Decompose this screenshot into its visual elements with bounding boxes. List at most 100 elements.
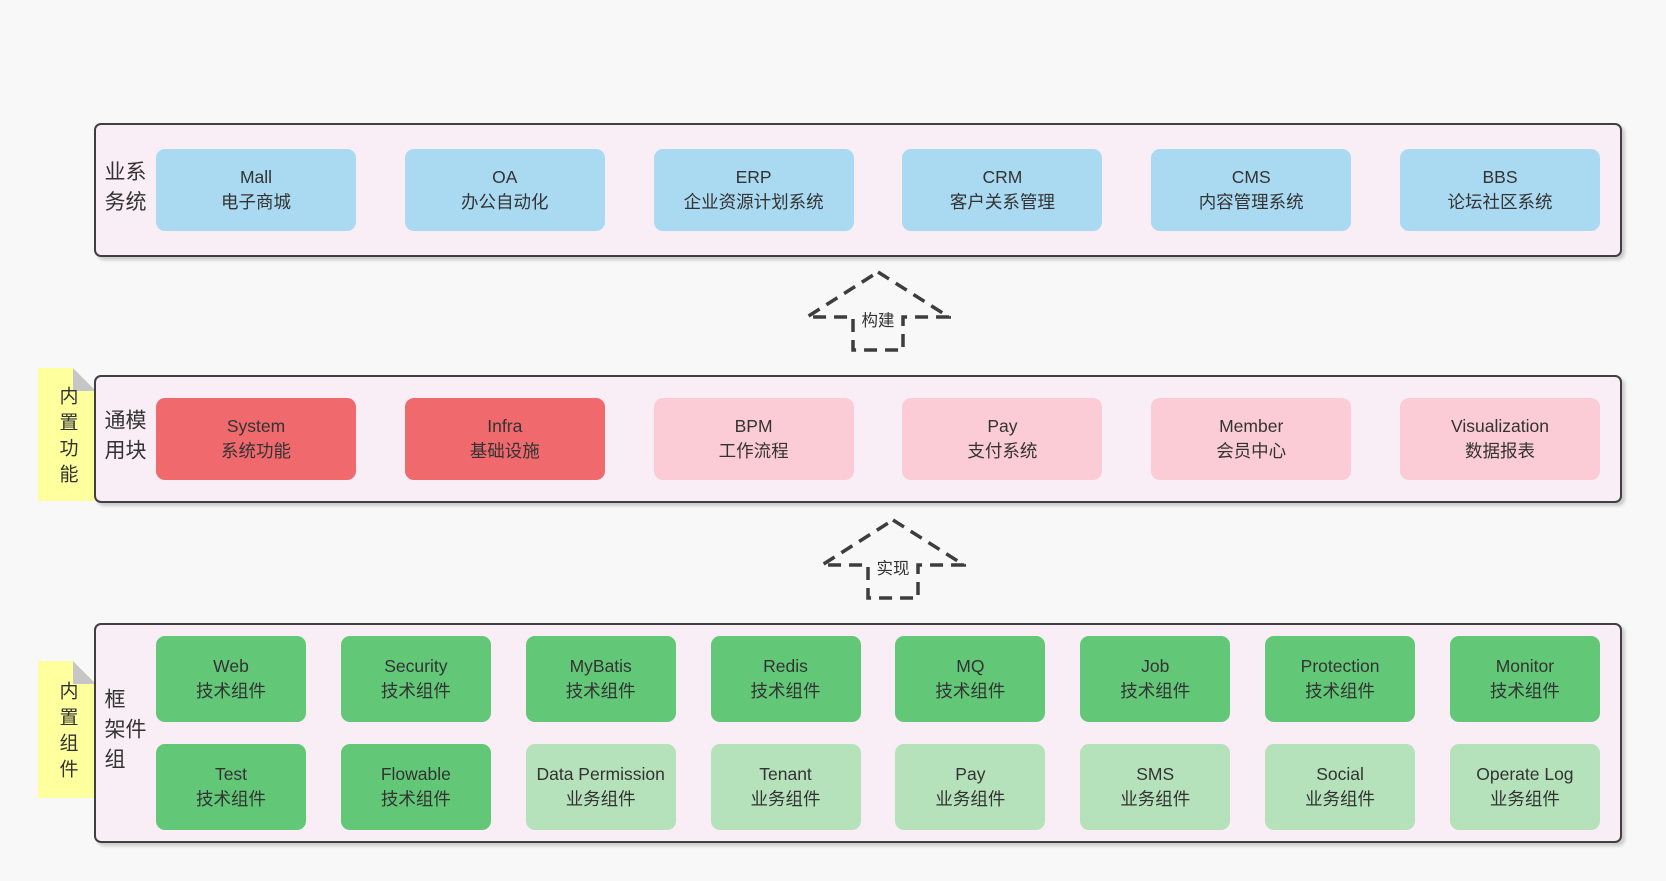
box-title: Protection xyxy=(1300,656,1380,677)
box-title: BBS xyxy=(1482,167,1518,188)
box-subtitle: 客户关系管理 xyxy=(949,192,1055,212)
box-subtitle: 技术组件 xyxy=(380,789,451,809)
box-subtitle: 数据报表 xyxy=(1464,441,1535,461)
box-test: Test 技术组件 xyxy=(156,744,306,830)
box-title: Operate Log xyxy=(1476,764,1574,785)
box-subtitle: 技术组件 xyxy=(935,681,1006,701)
box-title: Redis xyxy=(763,656,808,677)
build-arrow-label: 构建 xyxy=(862,311,895,330)
box-member: Member 会员中心 xyxy=(1151,398,1352,480)
box-bpm: BPM 工作流程 xyxy=(653,398,854,480)
box-title: Flowable xyxy=(380,764,451,785)
box-title: Job xyxy=(1141,656,1170,677)
box-subtitle: 业务组件 xyxy=(565,789,636,809)
box-security: Security 技术组件 xyxy=(340,636,491,722)
box-title: CRM xyxy=(982,167,1023,188)
box-title: Mall xyxy=(239,167,273,188)
box-pay-component: Pay 业务组件 xyxy=(895,744,1046,830)
box-title: Data Permission xyxy=(536,764,665,785)
build-arrow-icon: 构建 xyxy=(805,270,951,352)
box-title: MyBatis xyxy=(569,656,632,677)
box-subtitle: 技术组件 xyxy=(196,681,266,701)
sticky-note-label: 内置功能 xyxy=(56,385,78,490)
box-subtitle: 电子商城 xyxy=(221,192,291,212)
box-subtitle: 技术组件 xyxy=(750,681,821,701)
box-cms: CMS 内容管理系统 xyxy=(1151,149,1352,231)
box-subtitle: 办公自动化 xyxy=(461,192,549,212)
box-redis: Redis 技术组件 xyxy=(710,636,861,722)
box-subtitle: 系统功能 xyxy=(221,441,291,461)
box-subtitle: 业务组件 xyxy=(935,789,1006,809)
box-subtitle: 技术组件 xyxy=(1120,681,1191,701)
box-subtitle: 业务组件 xyxy=(1120,789,1191,809)
box-title: Test xyxy=(214,764,248,785)
implement-arrow-label: 实现 xyxy=(877,559,910,578)
box-subtitle: 论坛社区系统 xyxy=(1447,192,1553,212)
box-subtitle: 技术组件 xyxy=(196,789,266,809)
box-subtitle: 业务组件 xyxy=(1305,789,1376,809)
box-title: Visualization xyxy=(1451,416,1549,437)
box-monitor: Monitor 技术组件 xyxy=(1449,636,1600,722)
box-subtitle: 技术组件 xyxy=(1489,681,1560,701)
box-title: Tenant xyxy=(759,764,812,785)
box-title: Security xyxy=(384,656,448,677)
box-subtitle: 技术组件 xyxy=(380,681,451,701)
framework-components-band: 框架组件 Web 技术组件 Security 技术组件 MyBatis 技术组件… xyxy=(94,623,1622,843)
common-modules-row: System 系统功能 Infra 基础设施 BPM 工作流程 Pay 支付系统… xyxy=(156,377,1600,501)
box-pay-system: Pay 支付系统 xyxy=(902,398,1103,480)
box-subtitle: 技术组件 xyxy=(565,681,636,701)
sticky-note-builtin-features: 内置功能 xyxy=(38,368,96,501)
box-subtitle: 技术组件 xyxy=(1305,681,1376,701)
box-visualization: Visualization 数据报表 xyxy=(1399,398,1600,480)
box-title: Monitor xyxy=(1495,656,1555,677)
box-title: Social xyxy=(1316,764,1364,785)
business-systems-band: 业务系统 Mall 电子商城 OA 办公自动化 ERP 企业资源计划系统 CRM… xyxy=(94,123,1622,257)
framework-components-grid: Web 技术组件 Security 技术组件 MyBatis 技术组件 Redi… xyxy=(156,625,1600,841)
common-modules-band: 通用模块 System 系统功能 Infra 基础设施 BPM 工作流程 Pay… xyxy=(94,375,1622,503)
box-flowable: Flowable 技术组件 xyxy=(340,744,491,830)
band-label-modules: 通用模块 xyxy=(102,409,146,469)
box-job: Job 技术组件 xyxy=(1080,636,1231,722)
box-title: MQ xyxy=(956,656,985,677)
box-erp: ERP 企业资源计划系统 xyxy=(653,149,854,231)
box-subtitle: 会员中心 xyxy=(1216,441,1287,461)
box-operate-log: Operate Log 业务组件 xyxy=(1449,744,1600,830)
box-subtitle: 业务组件 xyxy=(1489,789,1560,809)
band-label-business: 业务系统 xyxy=(102,160,146,220)
box-title: Infra xyxy=(487,416,523,437)
box-title: ERP xyxy=(735,167,772,188)
box-system: System 系统功能 xyxy=(156,398,356,480)
sticky-note-builtin-components: 内置组件 xyxy=(38,661,96,798)
box-data-permission: Data Permission 业务组件 xyxy=(525,744,676,830)
box-title: Pay xyxy=(955,764,986,785)
box-title: Pay xyxy=(987,416,1018,437)
box-title: System xyxy=(226,416,286,437)
box-title: Web xyxy=(213,656,249,677)
box-subtitle: 内容管理系统 xyxy=(1198,192,1304,212)
box-oa: OA 办公自动化 xyxy=(404,149,605,231)
box-title: Member xyxy=(1219,416,1284,437)
box-title: OA xyxy=(492,167,518,188)
box-subtitle: 工作流程 xyxy=(718,441,789,461)
box-subtitle: 基础设施 xyxy=(469,441,540,461)
box-title: BPM xyxy=(734,416,773,437)
box-sms: SMS 业务组件 xyxy=(1080,744,1231,830)
box-crm: CRM 客户关系管理 xyxy=(902,149,1103,231)
box-title: SMS xyxy=(1136,764,1175,785)
box-tenant: Tenant 业务组件 xyxy=(710,744,861,830)
box-bbs: BBS 论坛社区系统 xyxy=(1399,149,1600,231)
business-systems-row: Mall 电子商城 OA 办公自动化 ERP 企业资源计划系统 CRM 客户关系… xyxy=(156,125,1600,255)
box-infra: Infra 基础设施 xyxy=(404,398,605,480)
box-mq: MQ 技术组件 xyxy=(895,636,1046,722)
box-protection: Protection 技术组件 xyxy=(1265,636,1416,722)
band-label-components: 框架组件 xyxy=(102,688,146,778)
box-social: Social 业务组件 xyxy=(1265,744,1416,830)
sticky-note-label: 内置组件 xyxy=(56,680,78,785)
implement-arrow-icon: 实现 xyxy=(820,518,966,600)
box-web: Web 技术组件 xyxy=(156,636,306,722)
box-mall: Mall 电子商城 xyxy=(156,149,356,231)
box-title: CMS xyxy=(1231,167,1271,188)
box-subtitle: 企业资源计划系统 xyxy=(683,192,824,212)
box-subtitle: 支付系统 xyxy=(967,441,1038,461)
